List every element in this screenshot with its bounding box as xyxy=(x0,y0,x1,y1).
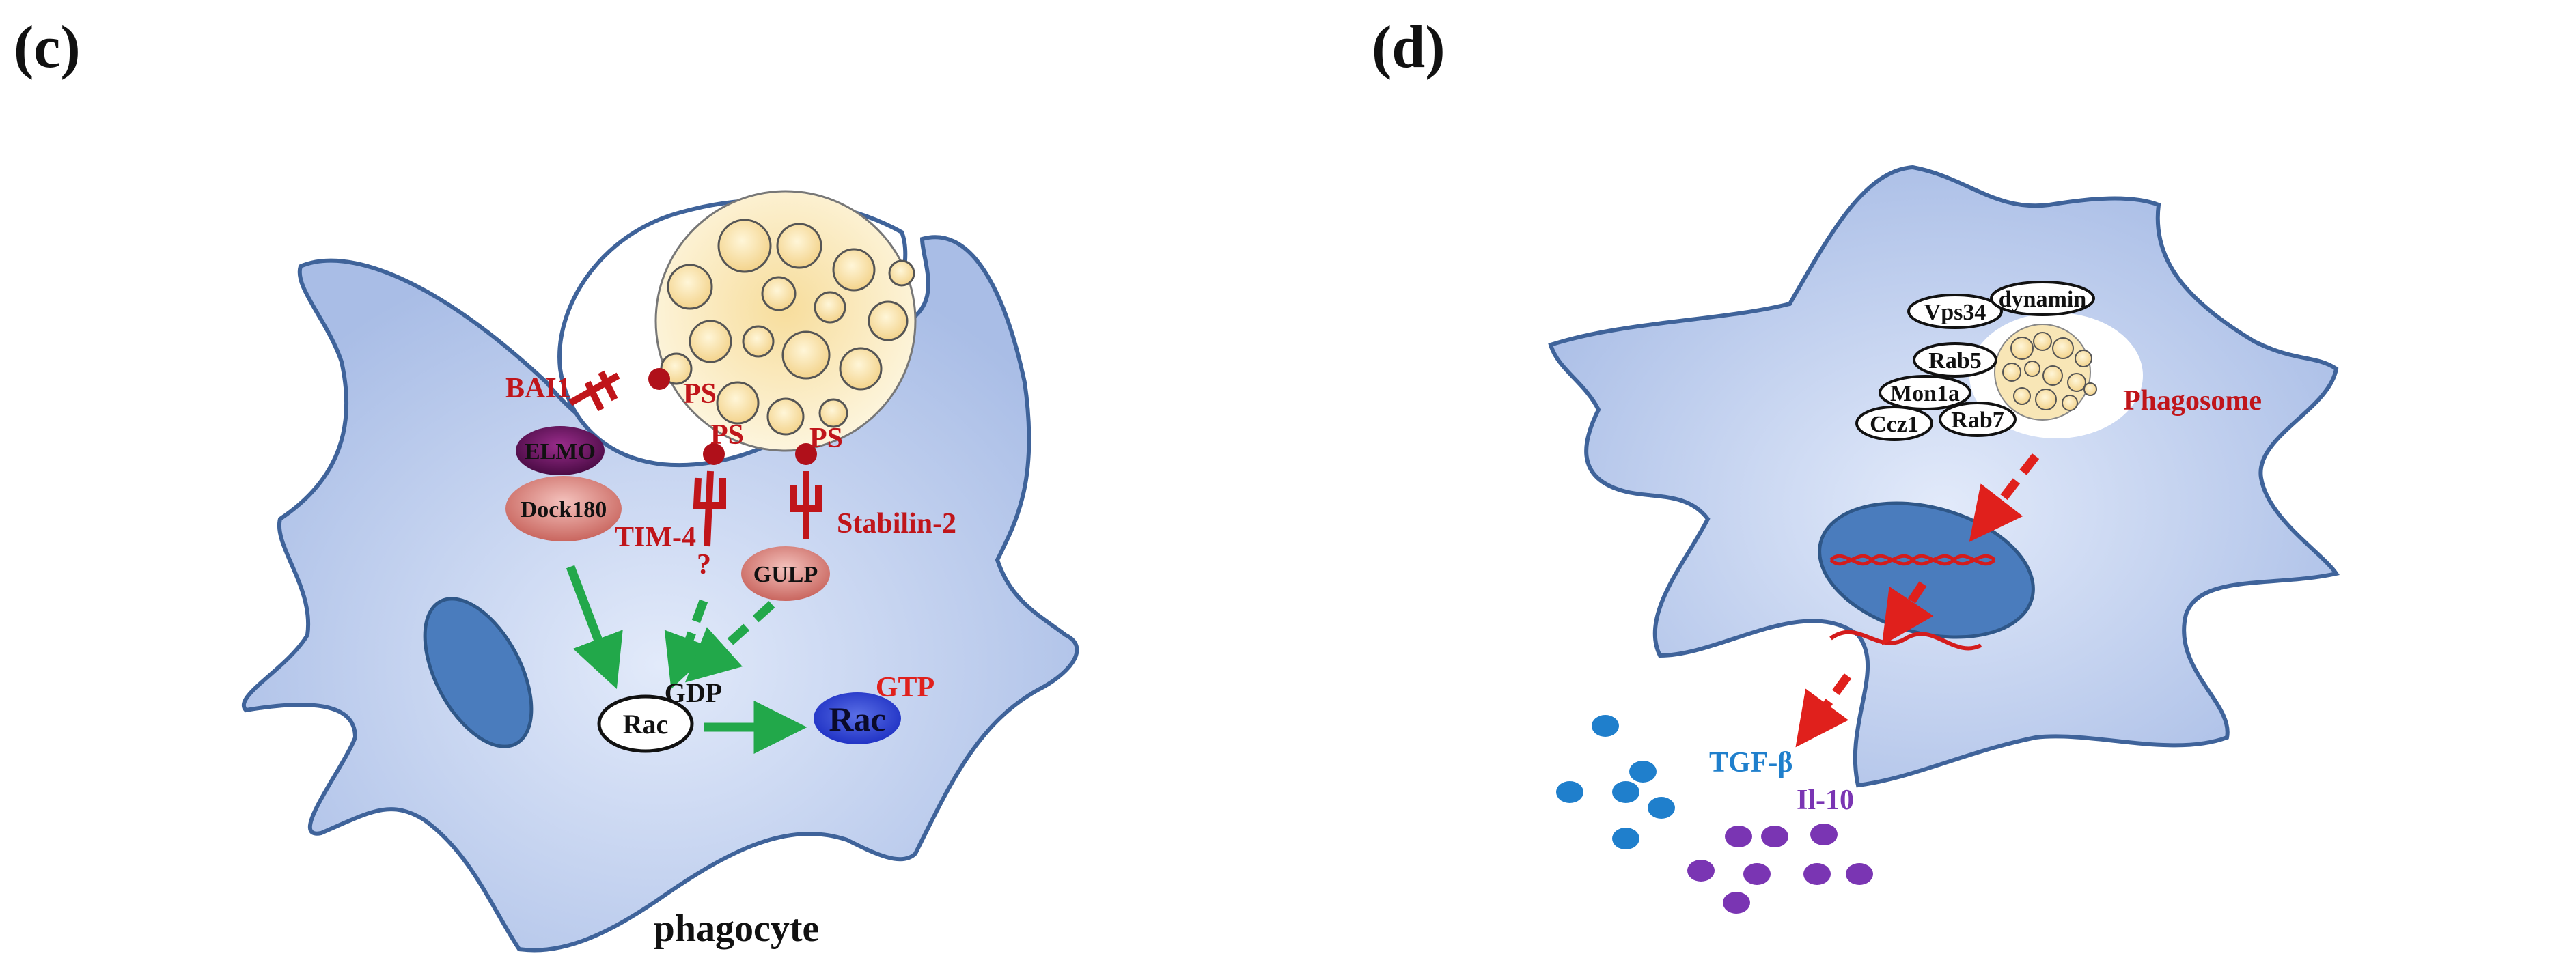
dock180-label: Dock180 xyxy=(521,497,607,522)
rac-gtp-label: Rac xyxy=(829,700,885,738)
ccz1-label: Ccz1 xyxy=(1870,412,1919,437)
tgf-beta-dots xyxy=(1556,715,1675,849)
gulp-protein xyxy=(741,546,830,601)
panel-d: (d) Phagosome Vps34 dynamin xyxy=(1372,14,2340,914)
mon1a-label: Mon1a xyxy=(1890,381,1960,406)
rac-gdp-label: Rac xyxy=(623,709,669,740)
tgf-beta-label: TGF-β xyxy=(1709,747,1792,778)
ccz1-oval xyxy=(1855,406,1933,441)
tim4-label: TIM-4 xyxy=(615,522,696,553)
rab5-label: Rab5 xyxy=(1928,348,1981,374)
stabilin2-receptor xyxy=(790,471,822,539)
apoptotic-cell xyxy=(654,190,917,452)
rac-gtp xyxy=(814,692,901,744)
elmo-label: ELMO xyxy=(525,439,596,464)
ps-dot-tim4 xyxy=(703,443,725,465)
rab5-oval xyxy=(1913,342,1997,378)
gtp-label: GTP xyxy=(876,672,934,703)
elmo-protein xyxy=(516,426,605,475)
il10-dots xyxy=(1687,824,1873,914)
phagosome-proteins: Vps34 dynamin Rab5 Mon1a Ccz1 Rab7 xyxy=(1855,281,2095,441)
bai1-label: BAI1 xyxy=(505,373,571,404)
vps34-label: Vps34 xyxy=(1924,300,1986,325)
arrow-nucleus-to-mrna xyxy=(1881,581,1934,646)
bai1-receptor xyxy=(568,370,620,412)
phagosome-label: Phagosome xyxy=(2123,385,2262,417)
macrophage-cell xyxy=(1548,165,2340,788)
tim4-receptor xyxy=(693,470,726,547)
ps-label-1: PS xyxy=(683,378,717,410)
arrow-mrna-to-secretion xyxy=(1795,673,1852,748)
phagosome-cargo xyxy=(1994,324,2097,421)
rab7-oval xyxy=(1939,402,2017,437)
mon1a-oval xyxy=(1879,375,1971,410)
vps34-oval xyxy=(1907,294,2003,329)
ps-label-3: PS xyxy=(809,423,843,454)
dna-helix xyxy=(1829,554,1996,566)
il10-label: Il-10 xyxy=(1797,785,1854,816)
ps-dot-stabilin2 xyxy=(795,443,817,465)
phagocyte-caption: phagocyte xyxy=(654,907,820,950)
rac-gdp xyxy=(597,694,694,753)
arrow-phagosome-to-nucleus xyxy=(1969,453,2040,542)
tim4-question: ? xyxy=(697,549,711,580)
ps-label-2: PS xyxy=(710,419,744,451)
stabilin2-label: Stabilin-2 xyxy=(837,508,956,539)
ps-dot-bai1 xyxy=(648,368,670,390)
dynamin-label: dynamin xyxy=(1999,287,2087,312)
rab7-label: Rab7 xyxy=(1951,408,2004,433)
panel-c: (c) xyxy=(14,14,1079,953)
arrow-gulp-to-rac xyxy=(684,601,775,683)
nucleus-c xyxy=(423,597,534,748)
apoptotic-bodies xyxy=(660,219,915,436)
gulp-label: GULP xyxy=(753,562,818,587)
dock180-protein xyxy=(505,476,622,541)
panel-c-label: (c) xyxy=(14,14,81,81)
arrow-dock180-to-rac xyxy=(566,565,623,690)
panel-d-label: (d) xyxy=(1372,14,1445,81)
dynamin-oval xyxy=(1990,281,2095,316)
